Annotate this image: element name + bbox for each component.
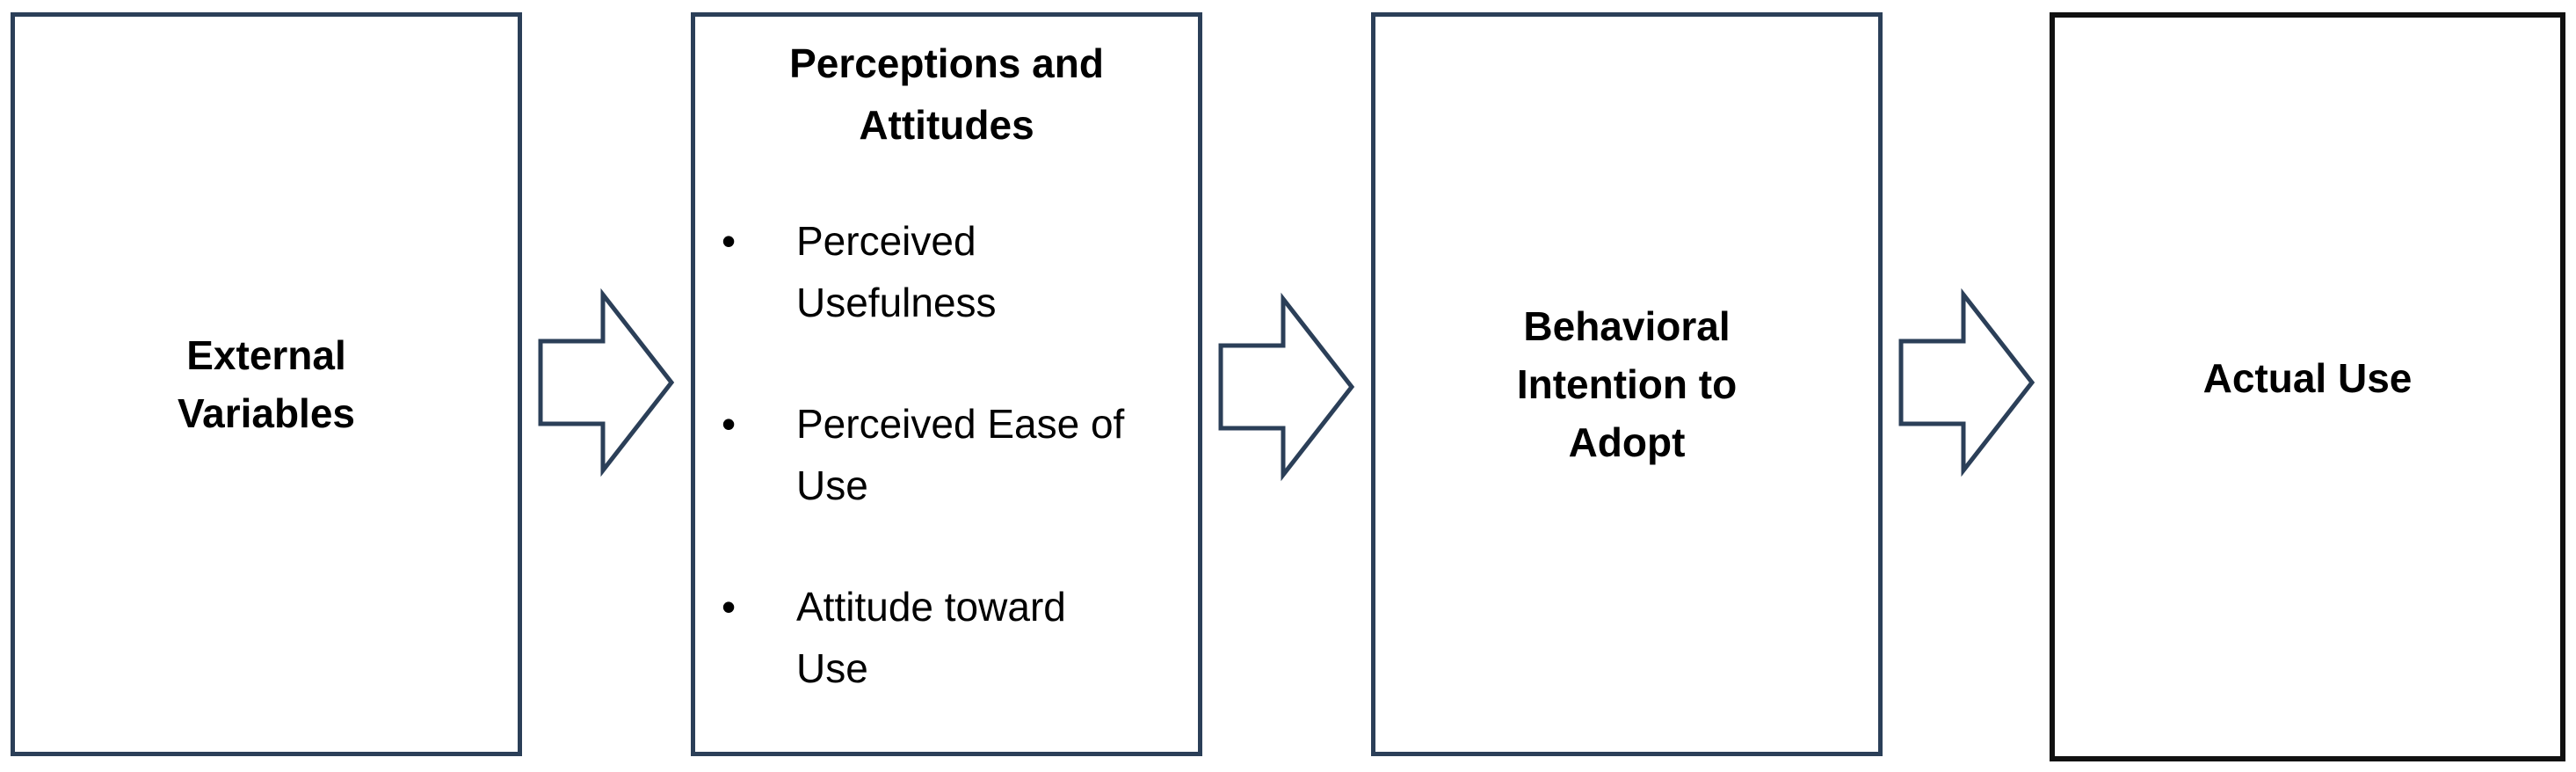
node-actual-use: Actual Use	[2050, 12, 2565, 761]
node-behavioral-intention: Behavioral Intention to Adopt	[1371, 12, 1883, 756]
bullet-text-line: Usefulness	[796, 280, 997, 325]
node-heading-line: Perceptions and	[789, 40, 1104, 86]
node-label-line: Behavioral	[1523, 303, 1731, 349]
node-label: External Variables	[15, 326, 518, 442]
bullet-text-line: Perceived	[796, 218, 976, 264]
bullet-text: Perceived Usefulness	[796, 210, 1186, 333]
node-heading: Perceptions and Attitudes	[695, 33, 1198, 156]
bullet-text: Attitude toward Use	[796, 576, 1186, 699]
arrow-external-to-perceptions	[538, 288, 675, 477]
node-label-line: Actual Use	[2202, 355, 2413, 401]
node-heading-line: Attitudes	[859, 102, 1034, 148]
bullet-text-line: Attitude toward	[796, 584, 1066, 630]
arrow-intention-to-actual-use	[1898, 288, 2035, 477]
bullet-glyph: •	[722, 584, 737, 630]
node-label-line: Intention to	[1516, 361, 1738, 407]
bullet-text-line: Use	[796, 645, 868, 691]
node-label: Behavioral Intention to Adopt	[1375, 297, 1878, 471]
node-label-line: Variables	[177, 390, 356, 436]
bullet-text: Perceived Ease of Use	[796, 393, 1186, 516]
node-label-line: Adopt	[1568, 419, 1686, 465]
bullet-text-line: Perceived Ease of	[796, 401, 1125, 447]
bullet-glyph: •	[722, 401, 737, 447]
node-label: Actual Use	[2055, 349, 2560, 407]
node-external-variables: External Variables	[11, 12, 522, 756]
bullet-glyph: •	[722, 218, 737, 264]
node-label-line: External	[186, 332, 346, 378]
node-perceptions-attitudes: Perceptions and Attitudes • Perceived Us…	[691, 12, 1202, 756]
bullet-text-line: Use	[796, 462, 868, 508]
arrow-perceptions-to-intention	[1218, 292, 1355, 482]
